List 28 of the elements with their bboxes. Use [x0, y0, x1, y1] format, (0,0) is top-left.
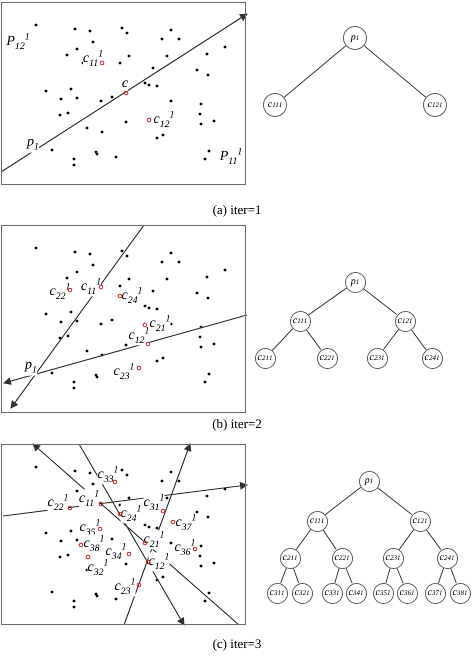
tree-edge: [272, 328, 294, 351]
tree-edge: [334, 568, 340, 584]
figure-caption: (a) iter=1: [212, 202, 262, 218]
figure-caption: (b) iter=2: [212, 416, 262, 432]
tree-edge: [385, 568, 391, 584]
tree-edge: [308, 288, 347, 316]
tree-edge: [284, 45, 346, 98]
tree-edge: [438, 567, 444, 584]
point-label: p$_{1}$: [27, 136, 39, 152]
tree-edge: [450, 567, 457, 584]
tree-edge: [296, 528, 312, 550]
tree-edge: [322, 529, 337, 550]
point-label: c: [122, 77, 128, 91]
point-label: p$_{1}$: [25, 358, 37, 376]
tree-edge: [280, 567, 287, 584]
tree-edge: [382, 328, 400, 350]
tree-edge: [324, 486, 362, 516]
tree-edge: [426, 528, 442, 550]
tree-edge: [306, 328, 322, 350]
tree-edge: [396, 567, 404, 584]
tree-edge: [410, 328, 426, 350]
tree-edge: [364, 45, 426, 98]
figure-caption: (c) iter=3: [212, 636, 262, 652]
tree-edge: [362, 288, 398, 316]
tree-edge: [376, 486, 412, 516]
tree-edge: [345, 567, 353, 584]
tree-edge: [292, 567, 300, 584]
tree-edge: [398, 528, 414, 550]
